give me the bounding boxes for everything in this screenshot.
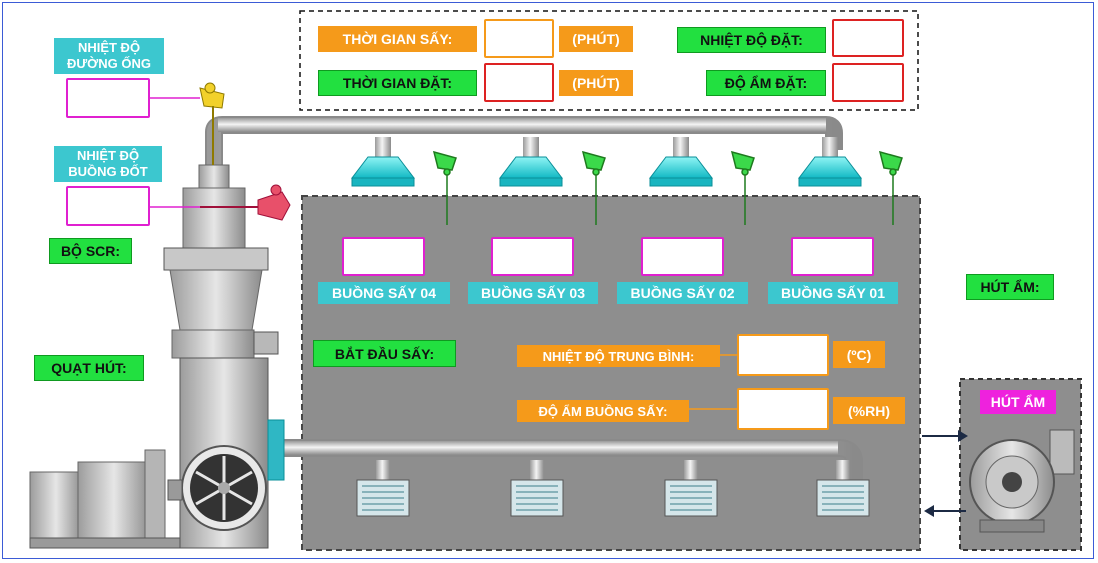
hood-icon <box>350 137 416 187</box>
arrow-out-icon <box>924 505 966 517</box>
chamber-sensors <box>432 150 903 225</box>
heaters <box>356 460 870 517</box>
hood-icon <box>648 137 714 187</box>
set-humidity-field[interactable] <box>832 63 904 102</box>
chamber-humidity-field[interactable] <box>737 388 829 430</box>
chamber-03-temperature-field[interactable] <box>491 237 574 276</box>
minute-unit-label: (PHÚT) <box>559 70 633 96</box>
set-humidity-label: ĐỘ ẨM ĐẶT: <box>706 70 826 96</box>
set-temperature-field[interactable] <box>832 19 904 57</box>
temperature-sensor-icon <box>730 150 755 225</box>
temperature-sensor-icon <box>581 150 606 225</box>
burner-temperature-label-line1: NHIỆT ĐỘ <box>76 148 140 163</box>
celsius-unit-label: (ºC) <box>833 341 885 368</box>
temperature-sensor-icon <box>432 150 457 225</box>
hood-icon <box>498 137 564 187</box>
hood-icon <box>797 137 863 187</box>
settings-panel-border <box>299 10 919 111</box>
chamber-03-label: BUỒNG SẤY 03 <box>468 282 598 304</box>
chamber-02-temperature-field[interactable] <box>641 237 724 276</box>
set-temperature-label: NHIỆT ĐỘ ĐẶT: <box>677 27 826 53</box>
heater-coil-icon <box>816 460 870 517</box>
drying-time-label: THỜI GIAN SẤY: <box>318 26 477 52</box>
heater-coil-icon <box>356 460 410 517</box>
pipe-temperature-field[interactable] <box>66 78 150 118</box>
pipe-temperature-sensor-icon <box>199 82 225 165</box>
chamber-01-temperature-field[interactable] <box>791 237 874 276</box>
exhaust-fan-icon <box>181 445 267 531</box>
chamber-04-temperature-field[interactable] <box>342 237 425 276</box>
burner-column <box>163 164 285 549</box>
dehumidifier-fan-icon <box>969 429 1075 533</box>
minute-unit-label: (PHÚT) <box>559 26 633 52</box>
set-time-label: THỜI GIAN ĐẶT: <box>318 70 477 96</box>
arrow-in-icon <box>922 430 968 442</box>
average-temperature-label: NHIỆT ĐỘ TRUNG BÌNH: <box>517 345 720 367</box>
pipe-temperature-label: NHIỆT ĐỘ ĐƯỜNG ỐNG <box>54 38 164 74</box>
fan-label: QUẠT HÚT: <box>34 355 144 381</box>
heater-coil-icon <box>510 460 564 517</box>
fan-motor-icon <box>29 449 183 549</box>
drying-time-field[interactable] <box>484 19 554 58</box>
burner-temperature-label-line2: BUỒNG ĐỐT <box>68 164 148 179</box>
dehumidify-fan-label: HÚT ẨM <box>980 390 1056 414</box>
dehumidify-label: HÚT ẨM: <box>966 274 1054 300</box>
chamber-humidity-label: ĐỘ ẨM BUỒNG SẤY: <box>517 400 689 422</box>
set-time-field[interactable] <box>484 63 554 102</box>
pipe-temperature-label-line1: NHIỆT ĐỘ <box>77 40 141 55</box>
burner-temperature-sensor-icon <box>257 184 291 221</box>
burner-temperature-field[interactable] <box>66 186 150 226</box>
pipe-temperature-label-line2: ĐƯỜNG ỐNG <box>67 56 151 71</box>
chamber-04-label: BUỒNG SẤY 04 <box>318 282 450 304</box>
humidity-unit-label: (%RH) <box>833 397 905 424</box>
air-hoods <box>350 137 863 187</box>
heater-coil-icon <box>664 460 718 517</box>
temperature-sensor-icon <box>878 150 903 225</box>
burner-temperature-label: NHIỆT ĐỘ BUỒNG ĐỐT <box>54 146 162 182</box>
start-drying-label: BẮT ĐẦU SẤY: <box>313 340 456 367</box>
chamber-02-label: BUỒNG SẤY 02 <box>617 282 748 304</box>
average-temperature-field[interactable] <box>737 334 829 376</box>
chamber-01-label: BUỒNG SẤY 01 <box>768 282 898 304</box>
bottom-duct <box>282 441 838 455</box>
scr-label: BỘ SCR: <box>49 238 132 264</box>
